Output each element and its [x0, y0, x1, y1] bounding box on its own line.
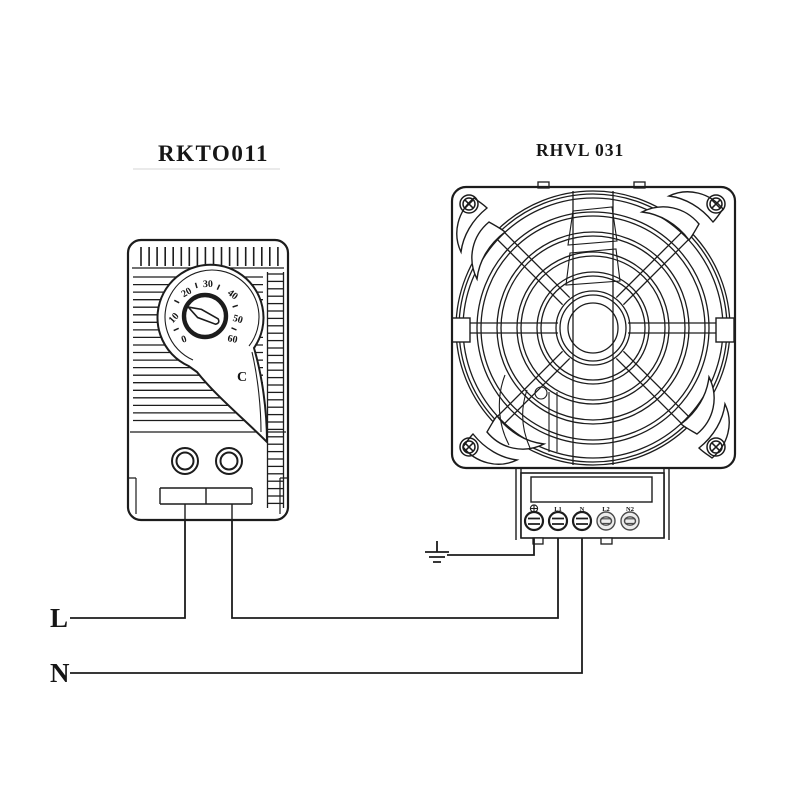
terminal-housing-face — [520, 472, 665, 539]
corner-wings-top-left — [456, 197, 506, 280]
dial-number-50: 50 — [231, 313, 244, 326]
heater-corner-screws — [459, 194, 726, 457]
phillips-screw-icon — [706, 194, 726, 214]
live-wire-label: L — [50, 603, 68, 633]
heater-terminal-screws — [523, 510, 640, 532]
terminal-l2 — [596, 511, 616, 531]
heater-terminal-housing: L1 N L2 N2 — [515, 468, 670, 545]
terminal-pe — [523, 510, 545, 532]
fan-blade-hints — [498, 206, 621, 452]
terminal-label-n: N — [580, 506, 585, 513]
terminal-housing-foot-right — [600, 537, 613, 545]
wiring: L N — [50, 520, 583, 688]
wire-ground-to-heater-pe — [447, 538, 535, 556]
wire-neutral-to-heater-n — [70, 538, 583, 674]
dial-number-20: 20 — [180, 286, 194, 301]
earth-circle-icon — [529, 504, 539, 513]
thermostat-terminal-screws — [171, 447, 243, 475]
terminal-label-l1: L1 — [554, 506, 562, 513]
dial-knob — [181, 292, 229, 340]
dial-number-60: 60 — [227, 333, 239, 346]
heater-title: RHVL 031 — [536, 140, 624, 160]
fan-guard-diagonal-spokes — [492, 227, 694, 429]
fan-guard — [452, 190, 735, 466]
thermostat: 0 10 20 30 40 50 60 C — [126, 238, 290, 522]
dial-panel-inner-line — [164, 269, 262, 433]
terminal-label-l2: L2 — [602, 506, 610, 513]
wire-thermostat-to-heater-l1 — [231, 520, 559, 619]
fan-hub-rivet — [534, 386, 548, 400]
heater: L1 N L2 N2 — [450, 181, 737, 545]
terminal-label-n2: N2 — [626, 506, 634, 513]
thermostat-base-seams — [128, 477, 288, 514]
fan-guard-right-stub — [715, 317, 735, 343]
thermostat-terminal-right — [215, 447, 243, 475]
terminal-l1 — [547, 510, 569, 532]
thermostat-top-comb-vents — [140, 247, 279, 266]
corner-wings-top-right — [641, 191, 724, 241]
fan-guard-left-stub — [452, 317, 471, 343]
phillips-screw-icon — [706, 437, 726, 457]
terminal-n2 — [620, 511, 640, 531]
thermostat-terminal-left — [171, 447, 199, 475]
phillips-screw-icon — [459, 437, 479, 457]
dial-knob-pointer — [186, 305, 220, 326]
dial-number-30: 30 — [203, 279, 213, 290]
heater-body-outline — [450, 185, 737, 470]
terminal-label-window — [530, 476, 653, 503]
wire-live-to-thermostat — [70, 520, 186, 619]
dial-panel — [156, 263, 269, 445]
thermostat-title: RKTO011 — [158, 141, 269, 166]
thermostat-connector-block — [159, 487, 253, 520]
dial-tick-marks — [173, 282, 239, 332]
phillips-screw-icon — [459, 194, 479, 214]
dial-unit-label: C — [237, 370, 247, 385]
terminal-housing-foot-left — [532, 537, 544, 545]
thermostat-side-vents — [266, 272, 285, 508]
earth-ground-icon — [425, 541, 449, 563]
neutral-wire-label: N — [50, 658, 70, 688]
thermostat-body-outline — [126, 238, 290, 522]
terminal-n — [571, 510, 593, 532]
dial-number-0: 0 — [180, 334, 188, 346]
terminal-labels: L1 N L2 N2 — [554, 506, 634, 513]
